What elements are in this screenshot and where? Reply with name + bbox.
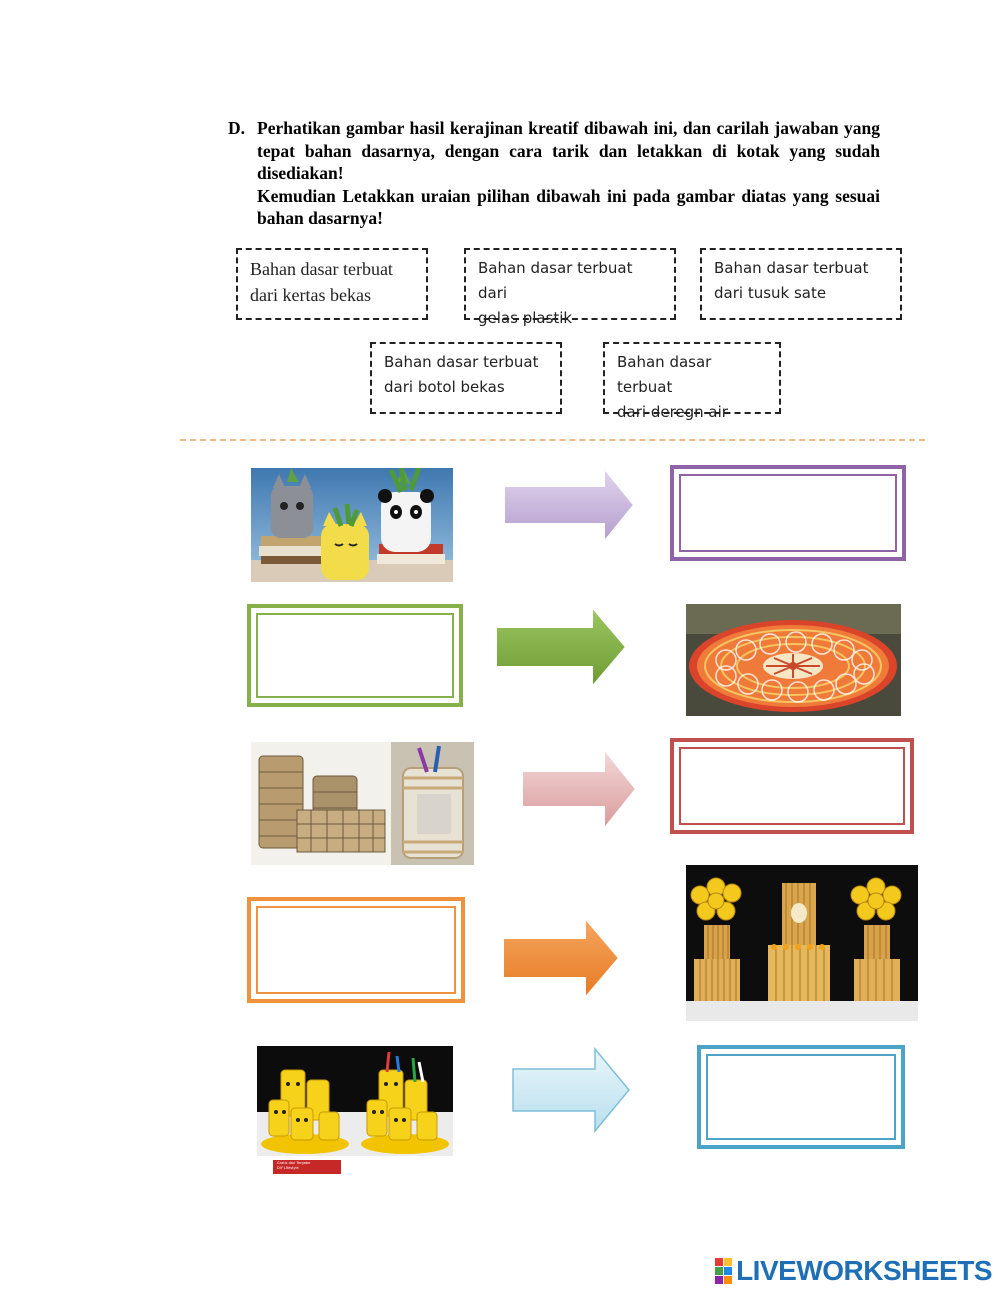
option-line-1: Bahan dasar terbuat — [714, 259, 869, 277]
option-deregn-air[interactable]: Bahan dasar terbuat dari deregn air — [603, 342, 781, 421]
photo-caption-line-1: Gratis dari Tergabe — [277, 1161, 311, 1165]
option-tusuk-sate[interactable]: Bahan dasar terbuat dari tusuk sate — [700, 248, 902, 320]
option-line-2: gelas plastik — [478, 309, 573, 327]
option-gelas-plastik[interactable]: Bahan dasar terbuat dari gelas plastik — [464, 248, 676, 327]
photo-satay-stick-vases — [686, 865, 918, 1021]
option-line-1: Bahan dasar terbuat dari — [478, 259, 633, 302]
option-line-2: dari tusuk sate — [714, 284, 827, 302]
photo-plastic-cup-plate — [686, 604, 901, 716]
option-line-2: dari kertas bekas — [250, 285, 371, 305]
photo-bottle-planters — [251, 468, 453, 582]
cut-line-divider — [180, 439, 925, 441]
instruction-paragraph-2: Kemudian Letakkan uraian pilihan dibawah… — [257, 185, 880, 229]
arrow-right-icon — [521, 746, 638, 832]
option-line-2: dari botol bekas — [384, 378, 505, 396]
drop-target-box-2[interactable] — [247, 604, 463, 707]
arrow-right-icon — [503, 465, 636, 545]
instruction-block: D. Perhatikan gambar hasil kerajinan kre… — [228, 117, 880, 230]
drop-target-box-3[interactable] — [670, 738, 914, 834]
arrow-right-icon — [495, 604, 628, 690]
drop-target-box-4[interactable] — [247, 897, 465, 1003]
photo-caption-line-2: DIY Lifestyle — [277, 1166, 299, 1170]
photo-newspaper-organizers — [251, 742, 474, 865]
option-line-2: dari deregn air — [617, 403, 728, 421]
drop-target-box-1[interactable] — [670, 465, 906, 561]
option-line-1: Bahan dasar terbuat — [250, 259, 393, 279]
arrow-right-icon — [502, 915, 621, 1001]
liveworksheets-logo: LIVEWORKSHEETS — [715, 1255, 992, 1287]
drop-target-box-5[interactable] — [697, 1045, 905, 1149]
arrow-right-icon — [512, 1046, 630, 1134]
option-line-1: Bahan dasar terbuat — [384, 353, 539, 371]
option-botol-bekas[interactable]: Bahan dasar terbuat dari botol bekas — [370, 342, 562, 414]
logo-mark-icon — [715, 1258, 733, 1284]
option-line-1: Bahan dasar terbuat — [617, 353, 712, 396]
photo-bottle-pen-holders: Gratis dari Tergabe DIY Lifestyle — [257, 1046, 453, 1176]
option-kertas-bekas[interactable]: Bahan dasar terbuat dari kertas bekas — [236, 248, 428, 320]
section-letter: D. — [228, 118, 246, 138]
brand-name: LIVEWORKSHEETS — [736, 1255, 992, 1286]
photo-caption: Gratis dari Tergabe DIY Lifestyle — [277, 1161, 310, 1171]
instruction-paragraph-1: Perhatikan gambar hasil kerajinan kreati… — [257, 118, 880, 183]
